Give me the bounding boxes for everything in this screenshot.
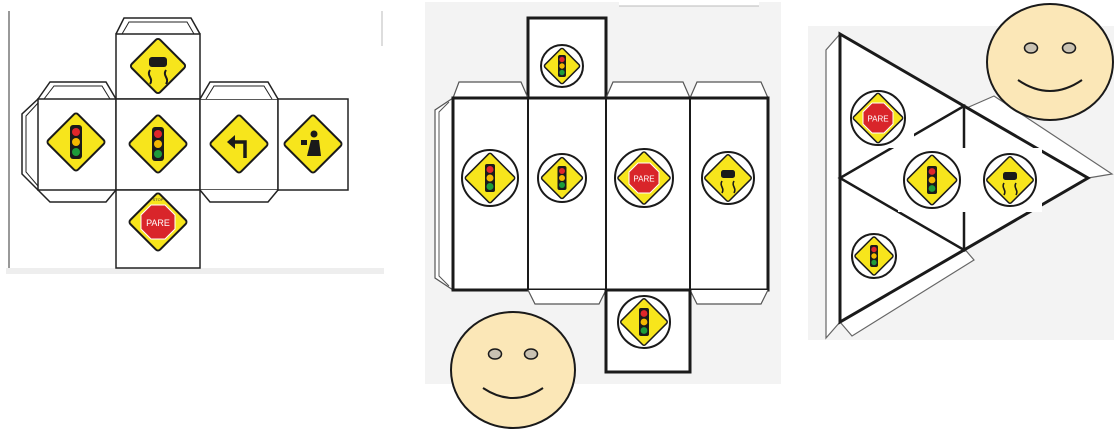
- prism-net-panel: PARE: [425, 0, 785, 432]
- traffic-light-sign-icon: [128, 114, 188, 174]
- stop-sign-icon: PARE STOP: [128, 192, 188, 252]
- svg-text:PARE: PARE: [867, 115, 888, 124]
- traffic-light-sign-icon: [461, 149, 519, 207]
- stop-sign-icon: PARE: [842, 88, 914, 148]
- left-turn-sign-icon: [209, 114, 269, 174]
- cube-net-panel: PARE STOP: [6, 6, 384, 274]
- slippery-road-sign-icon: [701, 151, 755, 205]
- smiley-face-icon: [450, 311, 576, 429]
- traffic-light-sign-icon: [540, 44, 584, 88]
- tetrahedron-net: PARE: [808, 3, 1114, 340]
- svg-text:PARE: PARE: [146, 218, 170, 228]
- traffic-light-sign-icon: [537, 153, 587, 203]
- traffic-light-sign-icon: [898, 148, 966, 212]
- svg-text:STOP: STOP: [153, 197, 164, 202]
- prism-net: PARE: [425, 0, 781, 429]
- school-crossing-sign-icon: [283, 114, 343, 174]
- tetrahedron-net-panel: PARE: [806, 0, 1118, 432]
- cube-net: PARE STOP: [6, 11, 384, 274]
- svg-text:PARE: PARE: [633, 175, 654, 184]
- stop-sign-icon: PARE: [614, 148, 674, 208]
- smiley-face-icon: [986, 3, 1114, 121]
- slippery-road-sign-icon: [129, 37, 187, 95]
- slippery-road-sign-icon: [982, 148, 1042, 212]
- traffic-light-sign-icon: [617, 295, 671, 349]
- traffic-light-sign-icon: [46, 112, 106, 172]
- traffic-light-sign-icon: [848, 228, 900, 284]
